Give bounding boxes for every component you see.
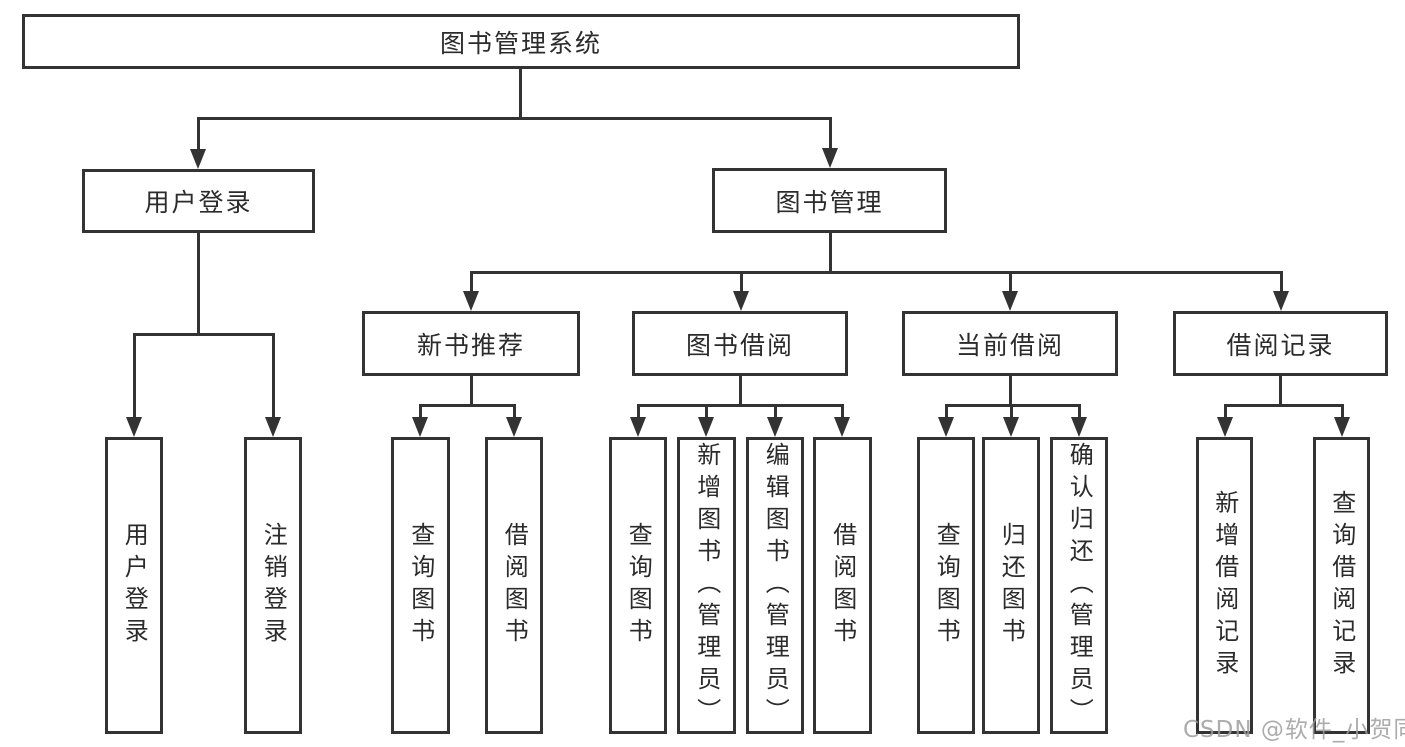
connector-line	[638, 404, 843, 407]
connector-line	[829, 117, 832, 149]
connector-line	[197, 233, 200, 336]
connector-line	[945, 404, 948, 419]
connector-line	[1279, 376, 1282, 407]
leaf-add-borrow-record: 新增借阅记录	[1196, 437, 1253, 734]
arrow-down-icon	[412, 417, 428, 437]
leaf-add-book-admin: 新增图书（管理员）	[677, 437, 736, 734]
arrow-down-icon	[834, 417, 850, 437]
connector-line	[740, 271, 743, 292]
connector-line	[197, 117, 831, 120]
arrow-down-icon	[1003, 417, 1019, 437]
connector-line	[1009, 376, 1012, 407]
arrow-down-icon	[126, 417, 142, 437]
connector-line	[1078, 404, 1081, 419]
node-new-book-recommendation: 新书推荐	[362, 311, 580, 376]
arrow-down-icon	[767, 417, 783, 437]
leaf-edit-book-admin: 编辑图书（管理员）	[746, 437, 804, 734]
arrow-down-icon	[698, 417, 714, 437]
arrow-down-icon	[506, 417, 522, 437]
node-current-borrowing: 当前借阅	[902, 311, 1118, 376]
watermark: CSDN @软件_小贺同学	[1183, 717, 1405, 743]
arrow-down-icon	[1217, 417, 1233, 437]
arrow-down-icon	[1071, 417, 1087, 437]
connector-line	[133, 333, 275, 336]
connector-line	[419, 404, 422, 419]
connector-line	[1224, 404, 1227, 419]
connector-line	[1280, 271, 1283, 292]
leaf-query-books-current: 查询图书	[917, 437, 975, 734]
leaf-confirm-return-admin: 确认归还（管理员）	[1050, 437, 1108, 734]
connector-line	[1010, 404, 1013, 419]
leaf-borrow-books: 借阅图书	[813, 437, 872, 734]
connector-line	[637, 404, 640, 419]
connector-line	[1009, 271, 1012, 292]
arrow-down-icon	[822, 148, 838, 168]
connector-line	[705, 404, 708, 419]
node-book-management: 图书管理	[712, 168, 947, 233]
leaf-borrow-books-recommend: 借阅图书	[485, 437, 543, 734]
leaf-logout: 注销登录	[244, 437, 302, 734]
node-user-login: 用户登录	[82, 169, 315, 233]
connector-line	[1225, 404, 1343, 407]
connector-line	[774, 404, 777, 419]
connector-line	[513, 404, 516, 419]
leaf-query-books-borrow: 查询图书	[609, 437, 667, 734]
connector-line	[946, 404, 1080, 407]
connector-line	[739, 376, 742, 407]
connector-line	[420, 404, 515, 407]
arrow-down-icon	[1334, 417, 1350, 437]
arrow-down-icon	[190, 149, 206, 169]
leaf-query-borrow-record: 查询借阅记录	[1313, 437, 1370, 734]
node-borrowing-records: 借阅记录	[1173, 311, 1388, 376]
connector-line	[841, 404, 844, 419]
leaf-user-login: 用户登录	[105, 437, 163, 734]
node-library-system: 图书管理系统	[22, 14, 1020, 69]
connector-line	[1341, 404, 1344, 419]
connector-line	[829, 233, 832, 274]
leaf-query-books-recommend: 查询图书	[391, 437, 450, 734]
node-book-borrowing: 图书借阅	[632, 311, 848, 376]
arrow-down-icon	[1002, 291, 1018, 311]
connector-line	[272, 333, 275, 418]
connector-line	[197, 117, 200, 150]
connector-line	[470, 376, 473, 407]
connector-line	[519, 69, 522, 119]
arrow-down-icon	[265, 417, 281, 437]
arrow-down-icon	[463, 291, 479, 311]
arrow-down-icon	[733, 291, 749, 311]
connector-line	[470, 271, 473, 292]
leaf-return-books: 归还图书	[982, 437, 1040, 734]
arrow-down-icon	[1273, 291, 1289, 311]
arrow-down-icon	[938, 417, 954, 437]
connector-line	[133, 333, 136, 418]
connector-line	[470, 271, 1282, 274]
arrow-down-icon	[630, 417, 646, 437]
